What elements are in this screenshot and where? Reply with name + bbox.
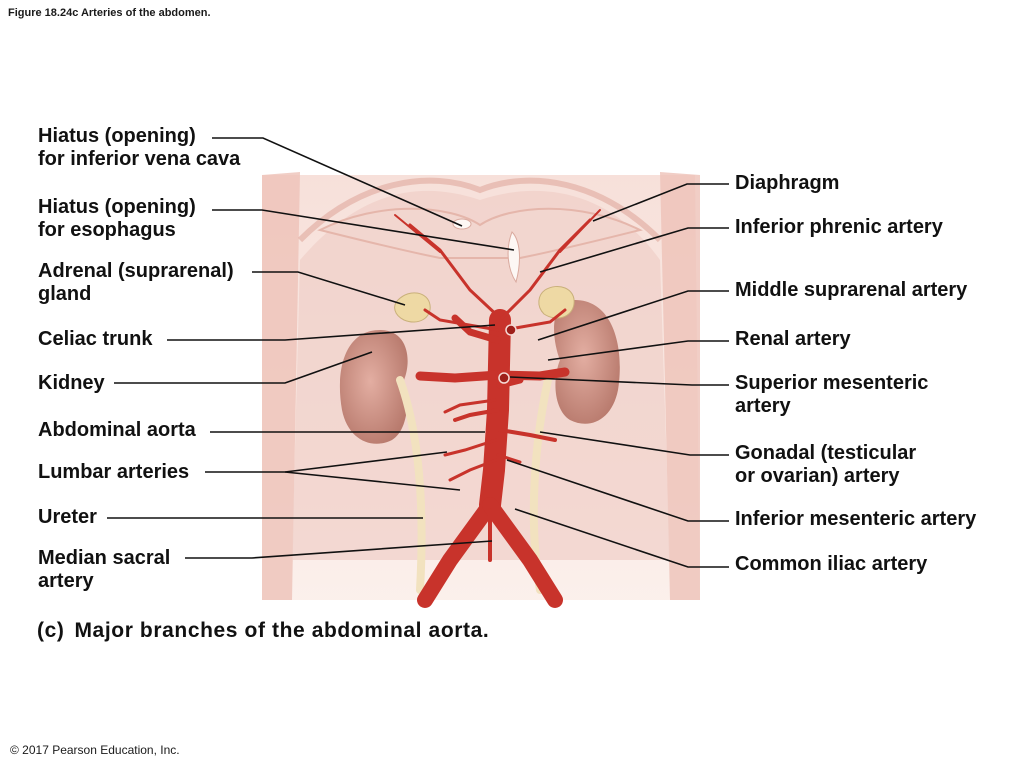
label-kidney: Kidney xyxy=(38,372,105,394)
leader-superior-mesenteric xyxy=(509,376,729,386)
label-lumbar-arteries: Lumbar arteries xyxy=(38,461,190,483)
label-common-iliac-artery: Common iliac artery xyxy=(735,553,928,575)
label-abdominal-aorta: Abdominal aorta xyxy=(38,419,196,441)
label-gonadal-artery: Gonadal (testicular or ovarian) artery xyxy=(735,442,917,487)
leader-gonadal xyxy=(539,431,729,456)
diaphragm xyxy=(317,207,643,284)
leader-lines xyxy=(107,137,729,568)
leader-lumbar-2 xyxy=(284,471,461,491)
label-superior-mesenteric-artery: Superior mesenteric artery xyxy=(735,372,929,417)
leader-celiac xyxy=(167,324,496,341)
label-ureter: Ureter xyxy=(38,506,97,528)
arterial-ostia xyxy=(498,324,517,384)
leader-inferior-phrenic xyxy=(539,227,729,273)
leader-hiatus-ivc xyxy=(212,137,463,227)
copyright-notice: © 2017 Pearson Education, Inc. xyxy=(10,743,180,757)
leader-inferior-mesenteric xyxy=(506,459,729,522)
leader-common-iliac xyxy=(514,508,729,568)
label-median-sacral-artery: Median sacral artery xyxy=(38,547,171,592)
label-inferior-phrenic-artery: Inferior phrenic artery xyxy=(735,216,943,238)
leader-median-sacral xyxy=(185,540,493,559)
figure-title: Figure 18.24c Arteries of the abdomen. xyxy=(8,7,211,19)
leader-hiatus-esophagus xyxy=(212,209,515,251)
leader-renal xyxy=(547,340,729,361)
label-diaphragm: Diaphragm xyxy=(735,172,840,194)
label-inferior-mesenteric-artery: Inferior mesenteric artery xyxy=(735,508,977,530)
label-middle-suprarenal-artery: Middle suprarenal artery xyxy=(735,279,968,301)
label-hiatus-ivc: Hiatus (opening) for inferior vena cava xyxy=(38,125,241,170)
leader-kidney xyxy=(114,351,373,384)
caption-text: Major branches of the abdominal aorta. xyxy=(74,619,490,642)
label-celiac-trunk: Celiac trunk xyxy=(38,328,153,350)
figure-caption: (c) Major branches of the abdominal aorta… xyxy=(37,619,489,643)
kidney-left xyxy=(339,330,408,444)
leader-adrenal xyxy=(252,271,406,306)
label-hiatus-esophagus: Hiatus (opening) for esophagus xyxy=(38,196,196,241)
leader-diaphragm xyxy=(592,183,729,222)
caption-tag: (c) xyxy=(37,619,65,642)
label-renal-artery: Renal artery xyxy=(735,328,851,350)
kidney-right xyxy=(554,300,620,424)
label-adrenal-gland: Adrenal (suprarenal) gland xyxy=(38,260,234,305)
leader-middle-suprarenal xyxy=(537,290,729,341)
